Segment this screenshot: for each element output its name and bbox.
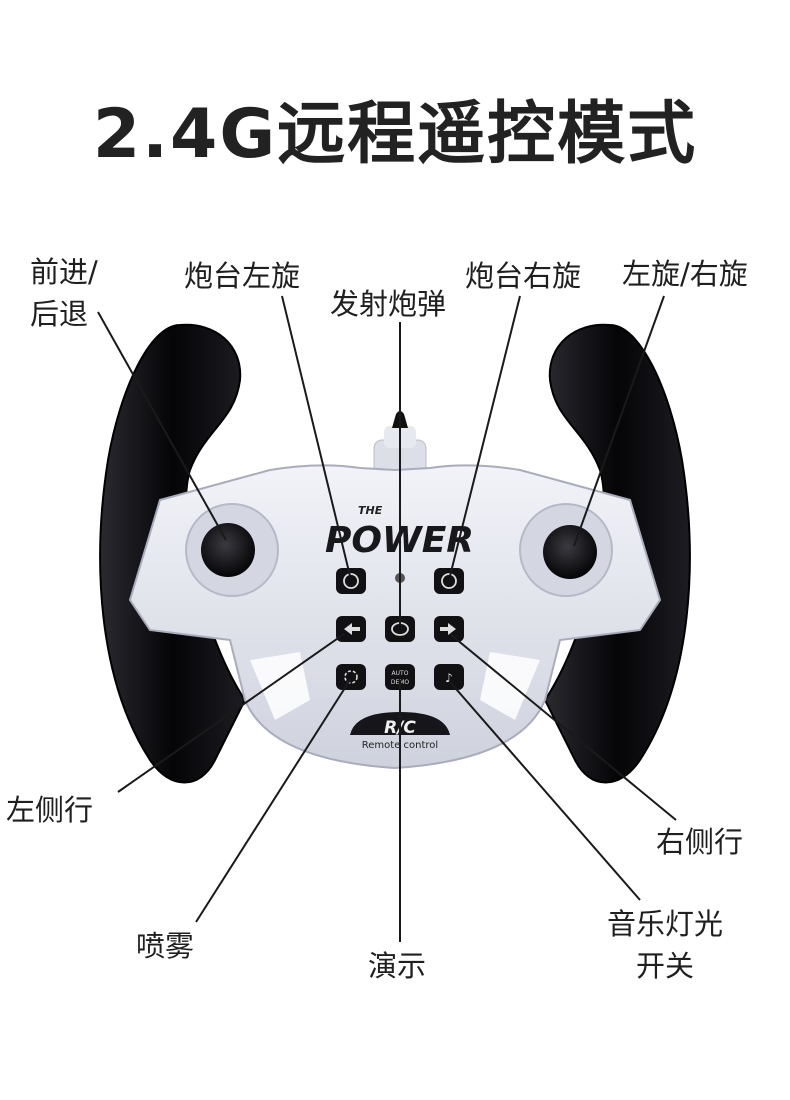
page-title: 2.4G远程遥控模式	[92, 95, 698, 174]
music-light-button[interactable]	[434, 664, 464, 690]
label-strafe-right: 右侧行	[656, 825, 744, 859]
spray-button[interactable]	[336, 664, 366, 690]
turret-right-button[interactable]	[434, 568, 464, 594]
turret-left-icon	[343, 573, 359, 589]
turret-right-icon	[441, 573, 457, 589]
brand-small: THE	[358, 504, 383, 517]
turret-left-button[interactable]	[336, 568, 366, 594]
leader-music-light	[449, 681, 641, 901]
left-joystick[interactable]	[201, 523, 255, 577]
label-strafe-left: 左侧行	[6, 793, 94, 827]
label-turret-left: 炮台左旋	[184, 259, 301, 293]
leader-strafe-right	[449, 633, 677, 821]
leader-forward-back	[97, 311, 227, 541]
right-joystick[interactable]	[543, 525, 597, 579]
auto-demo-icon: AUTO	[392, 670, 409, 677]
music-note-icon: ♪	[445, 671, 453, 685]
label-forward-back-line2: 后退	[30, 297, 89, 331]
label-turret-right: 炮台右旋	[465, 259, 582, 293]
leader-lines	[97, 295, 677, 942]
label-forward-back-line1: 前进/	[30, 255, 98, 289]
arrow-left-icon	[344, 623, 360, 635]
leader-strafe-left	[117, 633, 345, 793]
label-music-light-line1: 音乐灯光	[606, 907, 723, 941]
label-demo: 演示	[368, 949, 427, 983]
leader-turret-left	[281, 295, 351, 577]
label-rotate: 左旋/右旋	[622, 257, 748, 291]
leader-spray	[195, 679, 351, 923]
arrow-right-icon	[440, 623, 456, 635]
leader-turret-right	[449, 295, 521, 577]
leader-rotate	[573, 295, 665, 547]
label-music-light-line2: 开关	[635, 949, 694, 983]
fire-button[interactable]	[385, 616, 415, 642]
spray-icon	[344, 670, 358, 684]
right-cutout	[480, 652, 540, 720]
label-spray: 喷雾	[136, 929, 195, 963]
demo-button[interactable]	[385, 664, 415, 690]
label-fire: 发射炮弹	[330, 287, 447, 321]
